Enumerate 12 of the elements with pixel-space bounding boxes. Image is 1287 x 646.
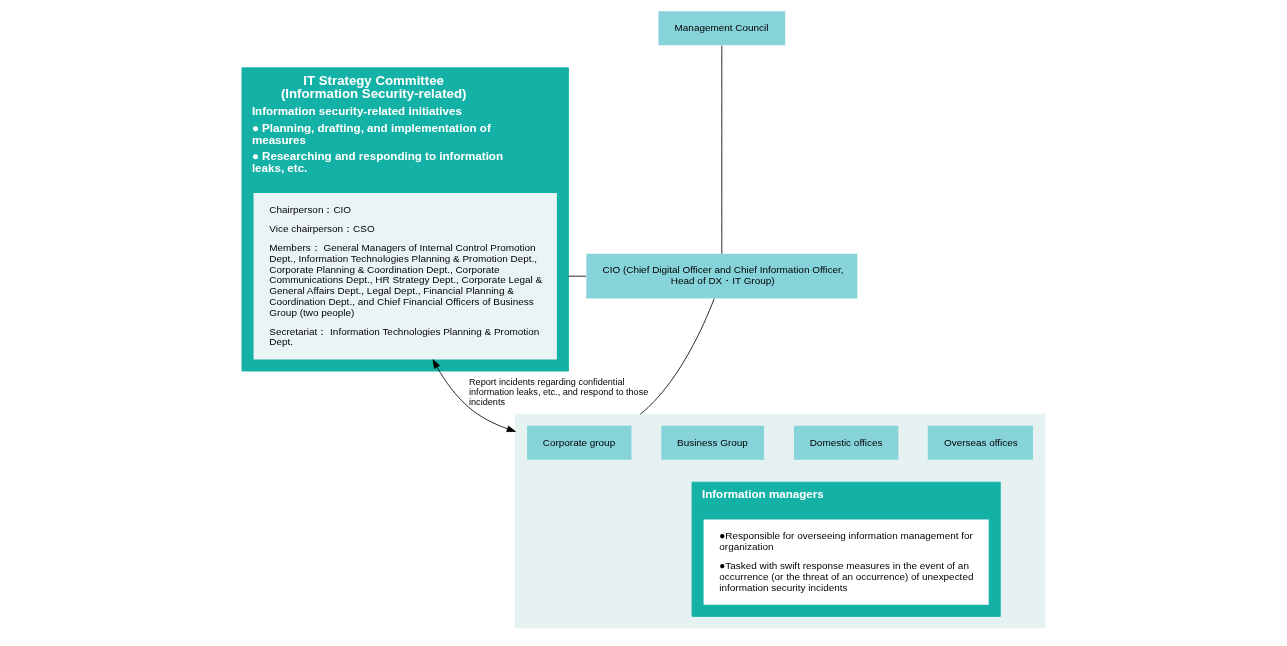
cluster — [515, 413, 1046, 629]
node-box: Management Council — [658, 11, 786, 46]
arrow — [432, 359, 516, 432]
node-box: CIO (Chief Digital Officer and Chief Information Officer, Head of DX・IT Group) — [586, 253, 858, 299]
node-box: Chairperson：CIO Vice chairperson：CSO Members： General Managers of Internal Control Promotion Dept., Information Technologies Planning & Promotion Dept., Corporate Planning & Coordination Dept., Corporate Communications Dept., HR Strategy Dept., Corporate Legal & General Affairs Dept., Legal Dept., Financial Planning & Coordination Dept., and Chief Financial Officers of Business Group (two people) Secretariat： Information Technologies Planning & Promotion Dept. — [253, 192, 557, 360]
node-box: Corporate group — [527, 425, 632, 460]
connector — [639, 298, 715, 415]
node-box: Business Group — [661, 425, 765, 460]
node-box: Domestic offices — [793, 425, 899, 460]
edge-label: Report incidents regarding confidential information leaks, etc., and respond to those incidents — [469, 376, 649, 407]
node-box: ●Responsible for overseeing information management for organization ●Tasked with swift response measures in the event of an occurrence (or the threat of an occurrence) of unexpected information security incidents — [703, 519, 989, 605]
node-box: Overseas offices — [927, 425, 1034, 460]
